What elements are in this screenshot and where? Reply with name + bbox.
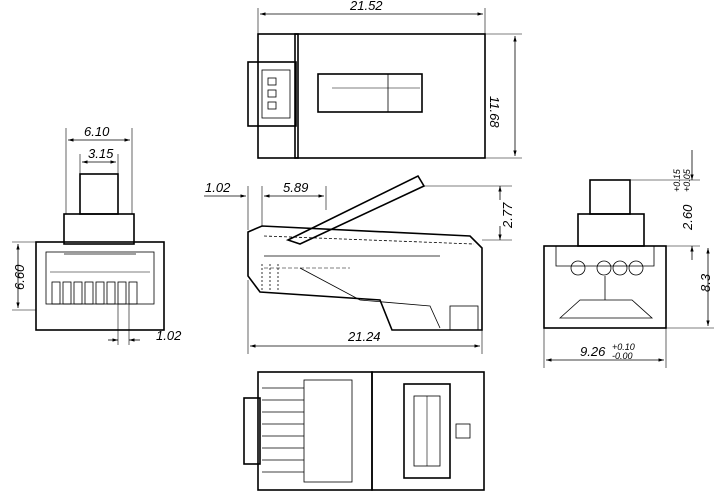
bottom-view [243,371,485,491]
dim-rear-tab-tol-lower: +0.05 [682,168,692,192]
pin-slots [51,281,138,305]
dim-side-overall-length: 21.24 [347,329,381,344]
dim-rear-tab-height: 2.60 [680,204,695,231]
dim-prong-width: 6.10 [84,124,110,139]
dim-latch-height: 2.77 [500,202,515,229]
dim-rear-width-tol-upper: +0.10 [612,342,635,352]
dim-body-height: 11.68 [487,96,502,128]
dim-pin-pitch: 1.02 [156,328,182,343]
rear-view: 2.60 +0.15 +0.05 8.3 9.26 +0.10 -0.00 [543,150,714,368]
dim-tab-width: 3.15 [88,146,114,161]
top-view: 21.52 11.68 [247,0,522,159]
side-view: 1.02 5.89 2.77 21.24 [204,174,515,354]
dim-rear-width: 9.26 [580,344,606,359]
dim-side-offset: 1.02 [205,180,231,195]
dim-front-height: 6.60 [12,264,27,290]
dim-rear-tab-tol-upper: +0.15 [672,168,682,192]
dim-rear-height: 8.3 [698,273,713,292]
dim-rear-width-tol-lower: -0.00 [612,351,633,361]
dim-side-length: 5.89 [283,180,308,195]
front-view: 6.10 3.15 6.60 1.02 [12,124,182,345]
dim-overall-length: 21.52 [349,0,383,13]
